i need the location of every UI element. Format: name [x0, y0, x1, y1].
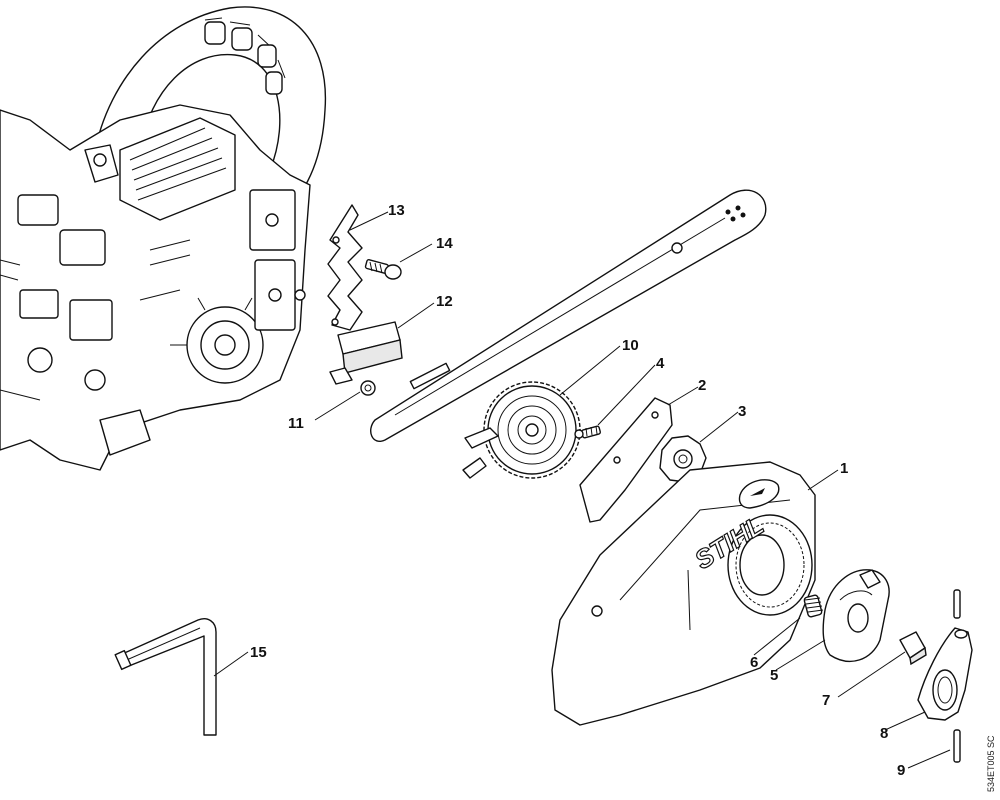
part-9-pins: [953, 589, 961, 763]
part-12-bar-plate: [329, 321, 403, 385]
engine-housing: [0, 6, 327, 471]
part-5-tensioner: [822, 569, 890, 663]
part-7-block: [899, 631, 927, 666]
part-6-spring: [803, 594, 824, 618]
part-10-sprocket: [462, 381, 581, 479]
callout-15: 15: [250, 644, 267, 661]
callout-4: 4: [656, 355, 665, 372]
callout-labels: 13 14 12 11 10 4 2 3 1 6 5 7 8 9 15: [250, 202, 905, 779]
callout-3: 3: [738, 403, 746, 420]
callout-11: 11: [288, 415, 304, 432]
callout-5: 5: [770, 667, 778, 684]
guide-bar: [370, 189, 767, 442]
part-4-screw: [574, 425, 601, 439]
part-15-hex-wrench: [114, 618, 217, 736]
callout-9: 9: [897, 762, 905, 779]
part-8-lever: [917, 627, 973, 721]
callout-12: 12: [436, 293, 453, 310]
callout-2: 2: [698, 377, 706, 394]
part-2-plate: [579, 397, 673, 523]
callout-6: 6: [750, 654, 758, 671]
callout-7: 7: [822, 692, 830, 709]
part-14-screw: [364, 259, 402, 280]
part-11-nut: [360, 380, 376, 396]
part-13-spring-plate: [327, 204, 363, 331]
callout-8: 8: [880, 725, 888, 742]
callout-13: 13: [388, 202, 405, 219]
callout-10: 10: [622, 337, 639, 354]
part-1-sprocket-cover: STIHL: [551, 461, 816, 726]
callout-14: 14: [436, 235, 453, 252]
drawing-code: 534ET005 SC: [986, 735, 996, 792]
leader-lines: [213, 211, 951, 769]
callout-1: 1: [840, 460, 848, 477]
